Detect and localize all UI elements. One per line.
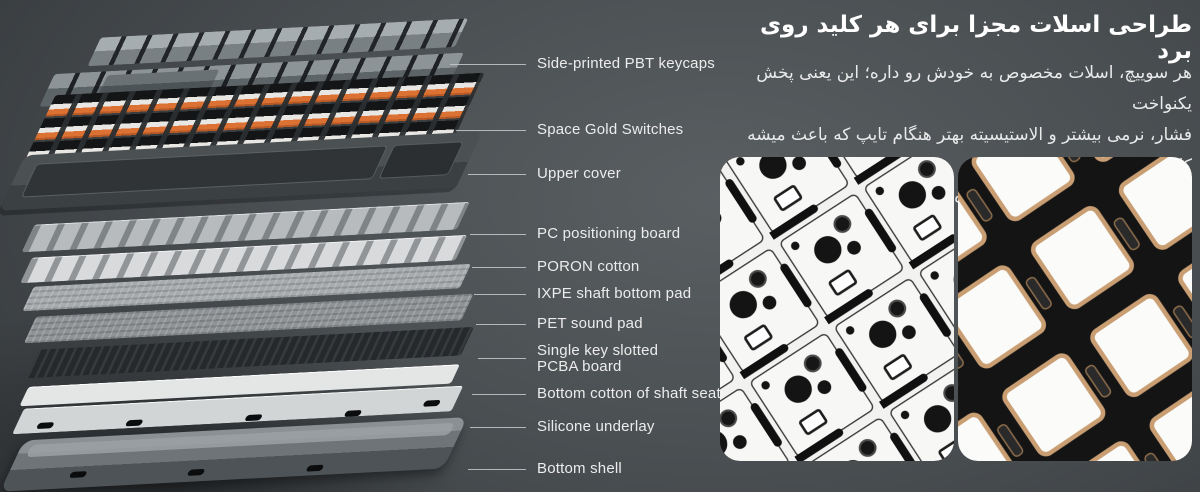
pcb-per-key-slots-photo: [720, 157, 954, 461]
leader-line: [468, 174, 526, 175]
leader-line: [450, 64, 526, 65]
label-poron-cotton: PORON cotton: [537, 258, 640, 275]
upper-cover-opening: [20, 145, 389, 198]
label-side-printed-pbt-keycaps: Side-printed PBT keycaps: [537, 55, 715, 72]
leader-line: [470, 234, 526, 235]
label-bottom-shell: Bottom shell: [537, 460, 622, 477]
leader-line: [470, 427, 526, 428]
rubber-foot: [186, 468, 206, 476]
label-bottom-cotton-of-shaft-seat: Bottom cotton of shaft seat: [537, 385, 721, 402]
label-silicone-underlay: Silicone underlay: [537, 418, 655, 435]
plate-closeup-graphic: [958, 157, 1192, 461]
pcb-closeup-graphic: [720, 157, 954, 461]
label-single-key-slotted-pcba-board: Single key slotted PCBA board: [537, 343, 658, 375]
feature-paragraph-line-1: هر سوییچ، اسلات مخصوص به خودش رو داره؛ ا…: [756, 63, 1192, 114]
feature-title: طراحی اسلات مجزا برای هر کلید روی برد: [759, 12, 1192, 64]
leader-line: [472, 267, 526, 268]
rubber-foot: [35, 422, 55, 430]
rubber-foot: [422, 399, 442, 407]
label-pc-positioning-board: PC positioning board: [537, 225, 681, 242]
rubber-foot: [343, 409, 363, 417]
label-line-2: PCBA board: [537, 358, 622, 375]
label-line-1: Single key slotted: [537, 342, 659, 359]
leader-line: [468, 469, 526, 470]
leader-line: [474, 294, 526, 295]
leader-line: [478, 358, 526, 359]
rubber-foot: [124, 419, 144, 427]
label-pet-sound-pad: PET sound pad: [537, 315, 643, 332]
leader-line: [456, 130, 526, 131]
label-ixpe-shaft-bottom-pad: IXPE shaft bottom pad: [537, 285, 692, 302]
label-upper-cover: Upper cover: [537, 165, 621, 182]
rubber-foot: [244, 414, 264, 422]
leader-line: [476, 324, 526, 325]
upper-cover-right-cutout: [378, 141, 465, 179]
rubber-foot: [305, 464, 325, 472]
positioning-plate-slots-photo: [958, 157, 1192, 461]
label-space-gold-switches: Space Gold Switches: [537, 121, 684, 138]
leader-line: [472, 394, 526, 395]
rubber-foot: [68, 471, 88, 479]
